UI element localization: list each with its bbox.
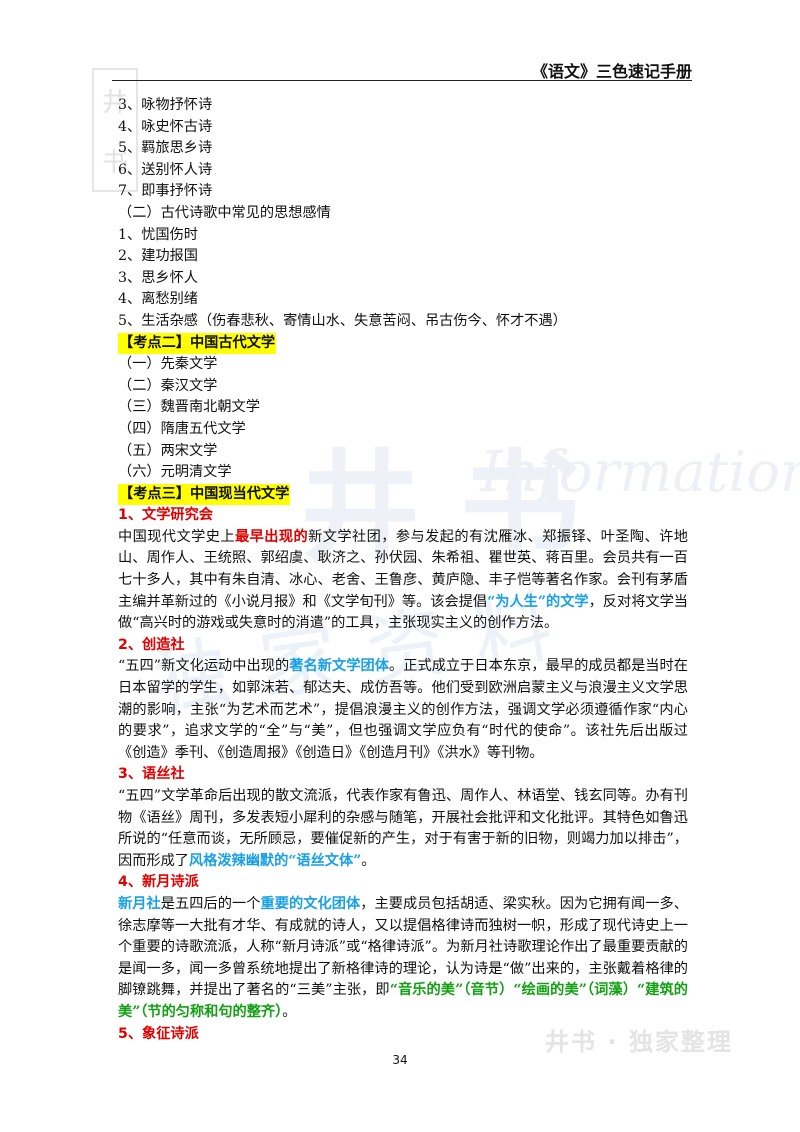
list-item: 2、建功报国: [118, 248, 198, 265]
text-run: 。: [282, 1003, 297, 1020]
text-run: 是五四后的一个: [160, 895, 261, 912]
section-title-chuangzaoshe: 2、创造社: [118, 636, 185, 653]
section-title-yusishe: 3、语丝社: [118, 766, 185, 783]
list-item: （六）元明清文学: [118, 464, 232, 481]
seal-char-1: 井: [101, 87, 128, 118]
list-item: 4、离愁别绪: [118, 291, 198, 308]
list-item: （五）两宋文学: [118, 442, 218, 459]
blue-emphasis: 新月社: [118, 895, 161, 912]
paragraph-wenxue-yanjiuhui: 中国现代文学史上最早出现的新文学社团，参与发起的有沈雁冰、郑振铎、叶圣陶、许地山…: [118, 527, 688, 635]
blue-emphasis: 著名新文学团体: [289, 658, 389, 675]
header-rule: [112, 80, 692, 81]
seal-watermark: 井 书: [92, 68, 138, 192]
big-watermark: 井书: [300, 437, 620, 578]
kaodian3-title: 【考点三】中国现当代文学: [118, 483, 291, 506]
paragraph-chuangzaoshe: “五四”新文化运动中出现的著名新文学团体。正式成立于日本东京，最早的成员都是当时…: [118, 656, 688, 764]
paragraph-xinyue-shipai: 新月社是五四后的一个重要的文化团体，主要成员包括胡适、梁实秋。因为它拥有闻一多、…: [118, 894, 688, 1024]
text-run: 新文学社团，参与发起的有沈雁冰、郑振铎、叶圣陶、许地山、周作人、王统照、郭绍虞、…: [118, 528, 688, 610]
list-item: 5、生活杂感（伤春悲秋、寄情山水、失意苦闷、吊古伤今、怀才不遇）: [118, 312, 567, 329]
seal-char-2: 书: [101, 147, 128, 178]
red-emphasis: 最早出现的: [235, 528, 309, 545]
kaodian2-title: 【考点二】中国古代文学: [118, 332, 277, 355]
green-emphasis: “音乐的美”（音节）“绘画的美”（词藻）“建筑的美”（节的匀称和句的整齐）: [118, 982, 688, 1020]
list-item: （二）秦汉文学: [118, 377, 218, 394]
list-item: （四）隋唐五代文学: [118, 420, 246, 437]
list-item: 6、送别怀人诗: [118, 161, 213, 178]
text-run: “五四”文学革命后出现的散文流派，代表作家有鲁迅、周作人、林语堂、钱玄同等。办有…: [118, 788, 688, 869]
blue-emphasis: “为人生”的文学: [487, 593, 589, 610]
text-run: ，反对将文学当做“高兴时的游戏或失意时的消遣”的工具，主张现实主义的创作方法。: [118, 593, 688, 632]
text-run: “五四”新文化运动中出现的: [118, 658, 290, 675]
section-title-xinyue-shipai: 4、新月诗派: [118, 874, 199, 891]
list-item: 3、思乡怀人: [118, 269, 198, 286]
list-item: 4、咏史怀古诗: [118, 118, 213, 135]
list-item: 7、即事抒怀诗: [118, 183, 213, 200]
text-run: 中国现代文学史上: [118, 528, 236, 545]
page-number: 34: [392, 1053, 408, 1067]
subsection-heading: （二）古代诗歌中常见的思想感情: [118, 204, 331, 221]
text-run: 。: [361, 852, 376, 869]
section-title-wenxue-yanjiuhui: 1、文学研究会: [118, 507, 213, 524]
blue-emphasis: 重要的文化团体: [260, 895, 361, 912]
section-title-xiangzheng-shipai: 5、象征诗派: [118, 1025, 199, 1042]
script-watermark: Information: [480, 440, 800, 505]
list-item: （三）魏晋南北朝文学: [118, 399, 260, 416]
page-header-title: 《语文》三色速记手册: [531, 62, 692, 81]
text-run: ，主要成员包括胡适、梁实秋。因为它拥有闻一多、徐志摩等一大批有才华、有成就的诗人…: [118, 895, 688, 999]
blue-emphasis: 风格泼辣幽默的“语丝文体”: [188, 852, 362, 869]
bottom-watermark: 井书 · 独家整理: [545, 1028, 733, 1056]
list-item: 3、咏物抒怀诗: [118, 97, 213, 113]
list-item: 5、羁旅思乡诗: [118, 140, 213, 157]
page-content: 3、咏物抒怀诗 4、咏史怀古诗 5、羁旅思乡诗 6、送别怀人诗 7、即事抒怀诗 …: [118, 95, 688, 1045]
list-item: （一）先秦文学: [118, 356, 218, 373]
paragraph-yusishe: “五四”文学革命后出现的散文流派，代表作家有鲁迅、周作人、林语堂、钱玄同等。办有…: [118, 786, 688, 872]
list-item: 1、忧国伤时: [118, 226, 198, 243]
text-run: 。正式成立于日本东京，最早的成员都是当时在日本留学的学生，如郭沫若、郁达夫、成仿…: [118, 658, 688, 761]
